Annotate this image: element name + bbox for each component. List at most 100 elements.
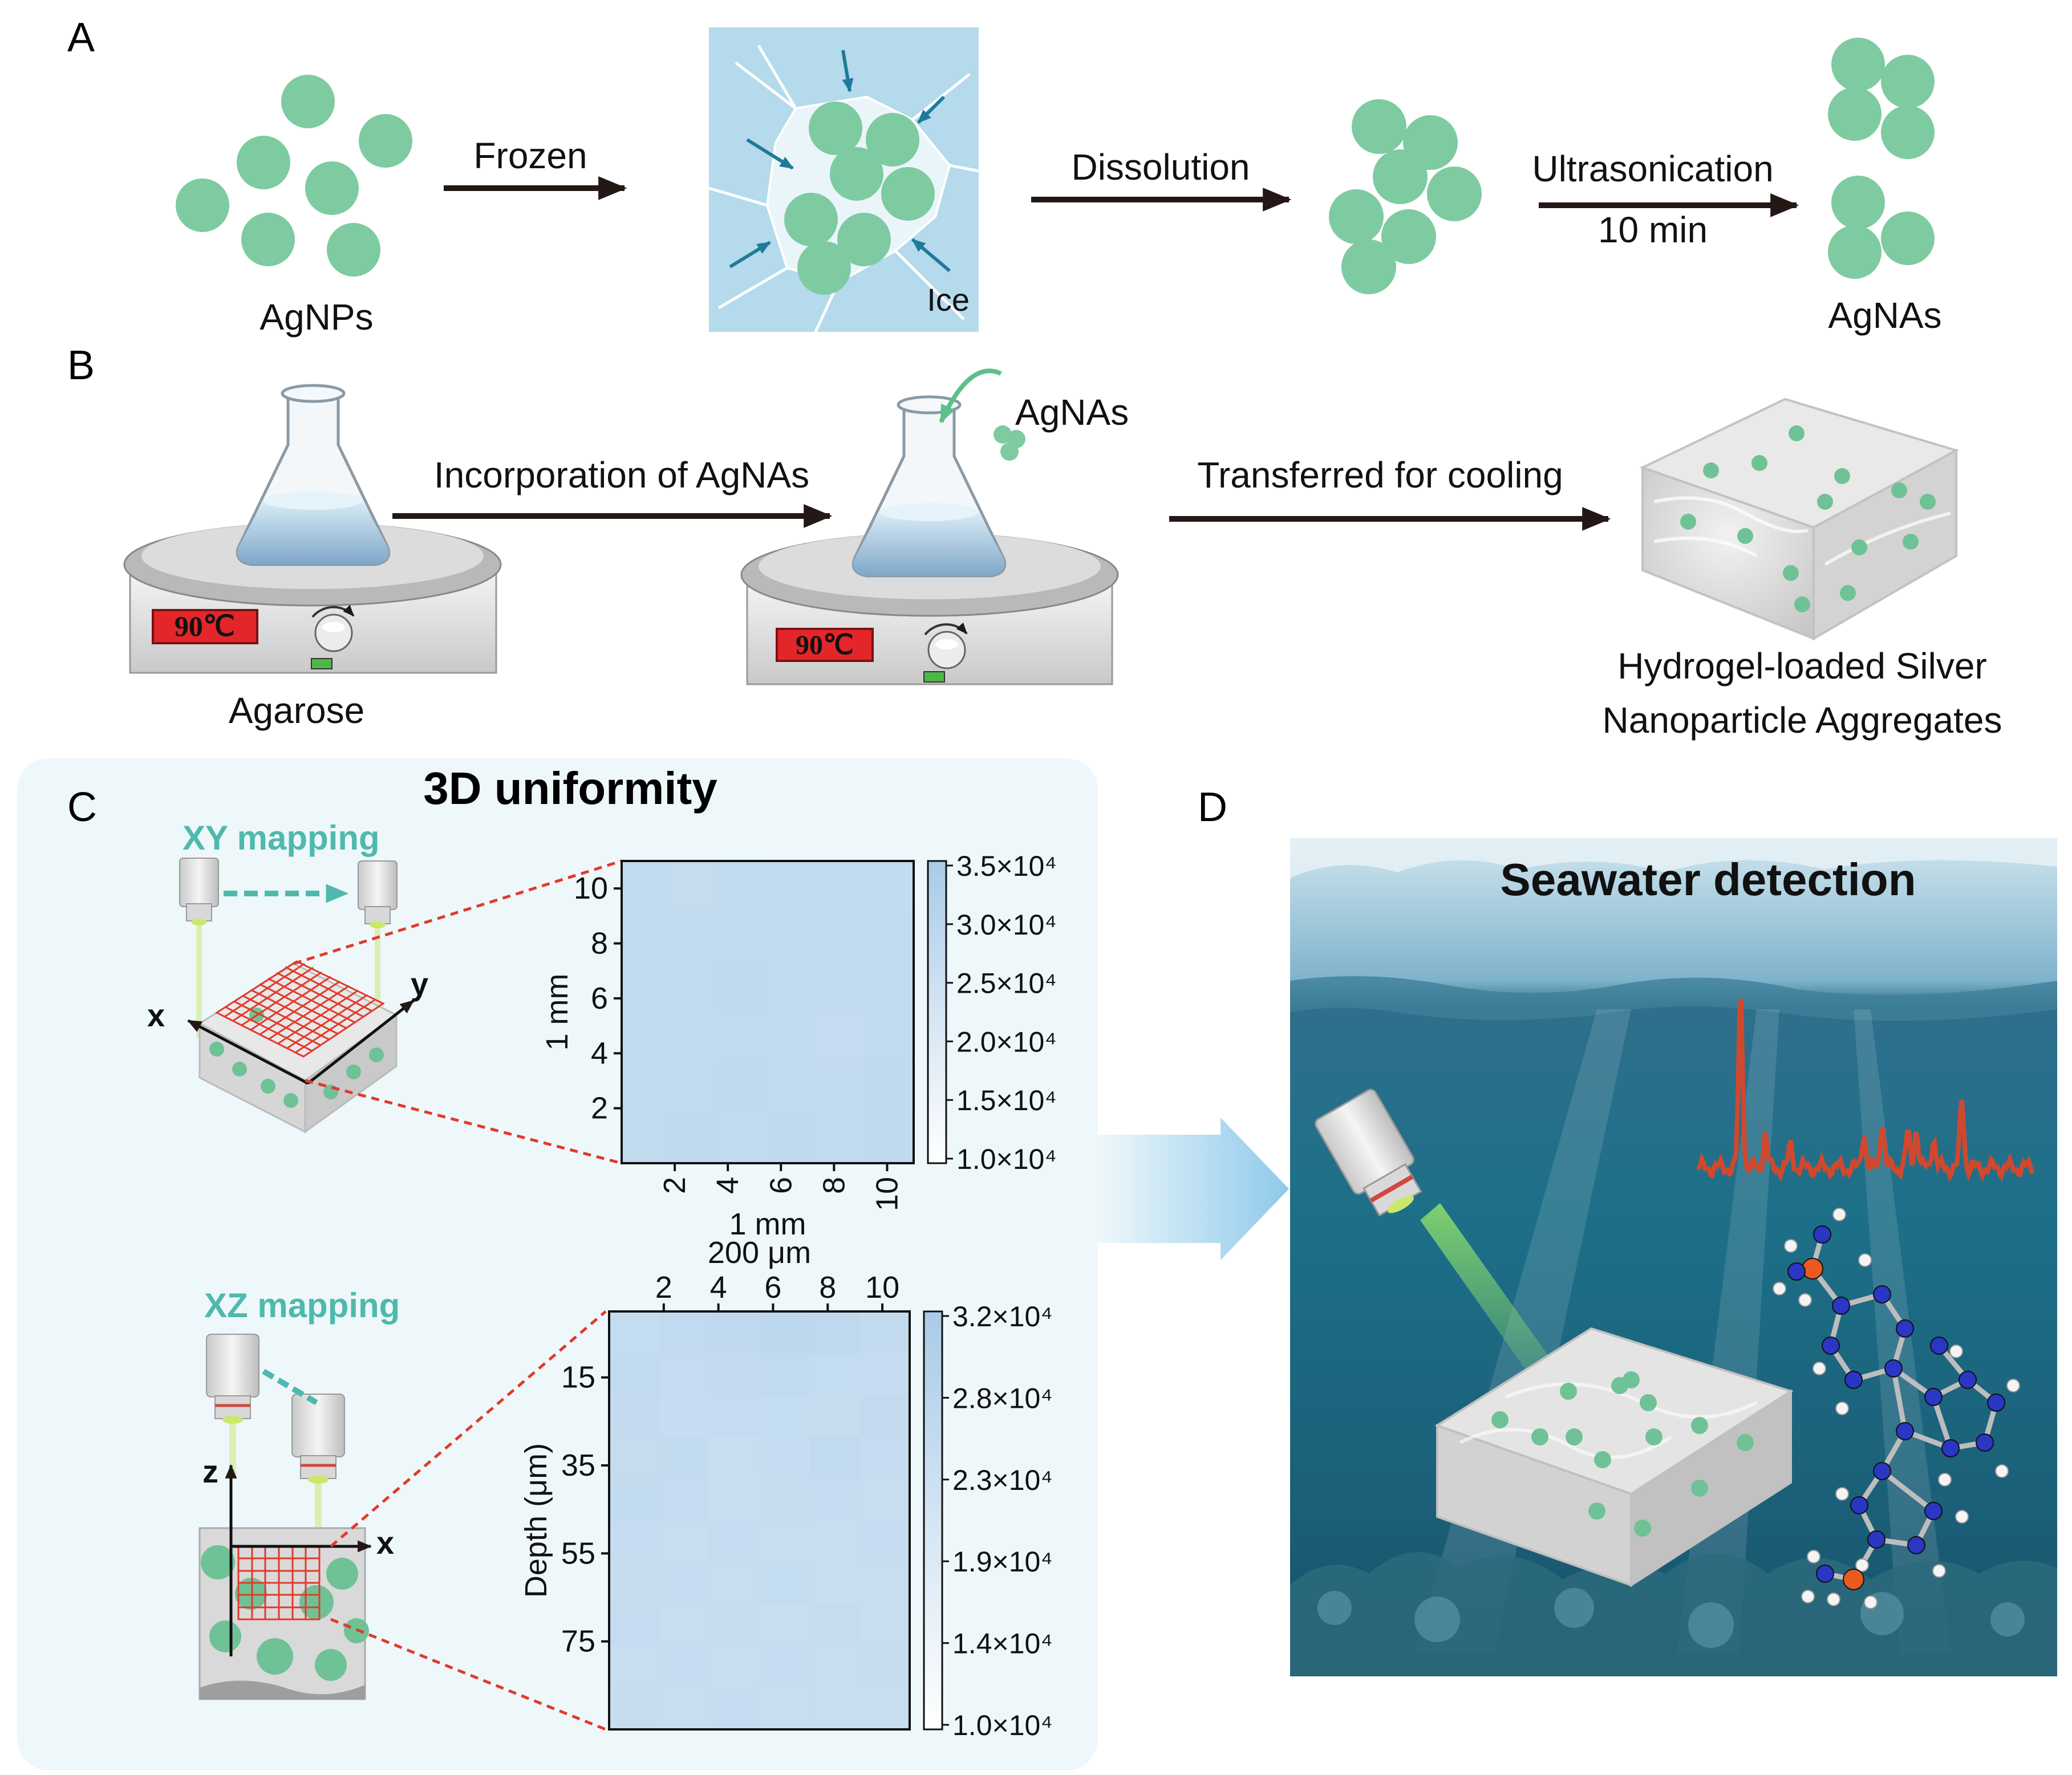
hydrogen-atom: [1864, 1595, 1878, 1609]
heatmap-cell: [816, 911, 866, 962]
duration-label: 10 min: [1598, 209, 1708, 250]
panel-c: C 3D uniformity XY mapping: [17, 758, 1289, 1770]
y-tick-label: 8: [591, 927, 608, 961]
heatmap-cell: [659, 1436, 710, 1479]
hydrogen-atom: [1784, 1239, 1798, 1253]
product-label-line1: Hydrogel-loaded Silver: [1617, 645, 1986, 687]
heatmap-cell: [759, 1311, 810, 1354]
heatmap-cell: [670, 1062, 720, 1114]
colorbar-tick-label: 2.0×10⁴: [956, 1026, 1057, 1058]
heatmap-cell: [759, 1479, 810, 1521]
hydrogen-atom: [1932, 1564, 1946, 1578]
hydrogen-atom: [2006, 1379, 2020, 1392]
agnps-scattered-particles: [176, 75, 412, 277]
heatmap-cell: [809, 1311, 860, 1354]
heatmap-cell: [609, 1520, 660, 1563]
heatmap-cell: [709, 1436, 760, 1479]
x-tick-label: 6: [764, 1177, 798, 1194]
axis-y-label: y: [411, 966, 428, 1002]
zoom-line: [330, 1310, 607, 1547]
carbon-atom: [1822, 1337, 1840, 1355]
heatmap-cell: [659, 1311, 710, 1354]
heatmap-cell: [709, 1353, 760, 1396]
heatmap-cell: [859, 1646, 910, 1688]
heatmap-cell: [609, 1604, 660, 1646]
agnps-label: AgNPs: [259, 296, 373, 338]
carbon-atom: [1867, 1530, 1886, 1549]
carbon-atom: [1832, 1297, 1850, 1315]
molecule-model: [1773, 1208, 2020, 1609]
xz-gel-sample: z x: [198, 1453, 394, 1700]
hydrogen-atom: [1827, 1593, 1840, 1606]
panel-c-title: 3D uniformity: [423, 763, 717, 814]
heatmap-cell: [719, 861, 768, 912]
heatmap-cell: [719, 1112, 768, 1164]
x-tick-label: 10: [865, 1270, 899, 1305]
heatmap-cell: [709, 1395, 760, 1437]
panel-d-title: Seawater detection: [1500, 854, 1916, 905]
y-tick-label: 4: [591, 1036, 608, 1070]
x-tick-label: 6: [764, 1270, 781, 1305]
heatmap-cell: [609, 1479, 660, 1521]
aggregate-cluster: [1329, 99, 1482, 294]
heatmap-cell: [816, 1112, 866, 1164]
x-axis-label: 200 μm: [708, 1236, 811, 1270]
agarose-label: Agarose: [229, 690, 364, 731]
y-tick-label: 55: [561, 1536, 595, 1570]
heatmap-cell: [809, 1353, 860, 1396]
heatmap-cell: [709, 1311, 760, 1354]
heatmap-cell: [709, 1646, 760, 1688]
heatmap-cell: [659, 1604, 710, 1646]
agnas-label: AgNAs: [1828, 295, 1941, 336]
axis-z-label: z: [202, 1453, 218, 1489]
heatmap-cell: [859, 1562, 910, 1605]
heatmap-cell: [670, 1112, 720, 1164]
heatmap-cell: [670, 961, 720, 1013]
heatmap-cell: [719, 961, 768, 1013]
erlenmeyer-flask-2: [851, 395, 1007, 578]
heatmap-cell: [768, 911, 817, 962]
temperature-display-2: [776, 628, 874, 662]
incorporation-label: Incorporation of AgNAs: [434, 454, 809, 495]
heatmap-cell: [609, 1311, 660, 1354]
heatmap-cell: [809, 1436, 860, 1479]
heatmap-cell: [709, 1562, 760, 1605]
hydrogen-atom: [1832, 1208, 1846, 1221]
heatmap-cell: [709, 1520, 760, 1563]
heatmap-cell: [859, 1311, 910, 1354]
carbon-atom: [1896, 1422, 1914, 1440]
carbon-atom: [1976, 1433, 1994, 1452]
hydrogen-atom: [1955, 1510, 1969, 1524]
bond: [1891, 1368, 1908, 1432]
carbon-atom: [1930, 1337, 1948, 1355]
nitrogen-atom: [1843, 1569, 1864, 1590]
colorbar-tick-label: 1.5×10⁴: [956, 1085, 1057, 1116]
heatmap-cell: [759, 1395, 810, 1437]
heatmap-cell: [768, 1112, 817, 1164]
y-tick-label: 15: [561, 1360, 595, 1395]
x-tick-label: 4: [710, 1270, 727, 1305]
y-tick-label: 6: [591, 981, 608, 1016]
carbon-atom: [1884, 1359, 1903, 1378]
heatmap-cell: [859, 1395, 910, 1437]
heatmap-cell: [719, 911, 768, 962]
hydrogen-atom: [1801, 1590, 1815, 1603]
heatmap-cell: [816, 1012, 866, 1063]
heatmap-cell: [759, 1687, 810, 1730]
heatmap-cell: [759, 1353, 810, 1396]
agnas-label-b: AgNAs: [1015, 392, 1129, 433]
colorbar-tick-label: 1.4×10⁴: [952, 1628, 1053, 1660]
xy-scan-grid: [214, 960, 386, 1058]
heatmap-cell: [859, 1520, 910, 1563]
x-tick-label: 10: [870, 1177, 904, 1211]
hydrogen-atom: [1813, 1362, 1826, 1375]
knob-icon: [314, 614, 353, 652]
carbon-atom: [1924, 1502, 1943, 1520]
heatmap-cell: [759, 1520, 810, 1563]
heatmap-cell: [816, 1062, 866, 1114]
ice-label: Ice: [927, 282, 970, 318]
y-axis-label: 1 mm: [540, 974, 574, 1051]
